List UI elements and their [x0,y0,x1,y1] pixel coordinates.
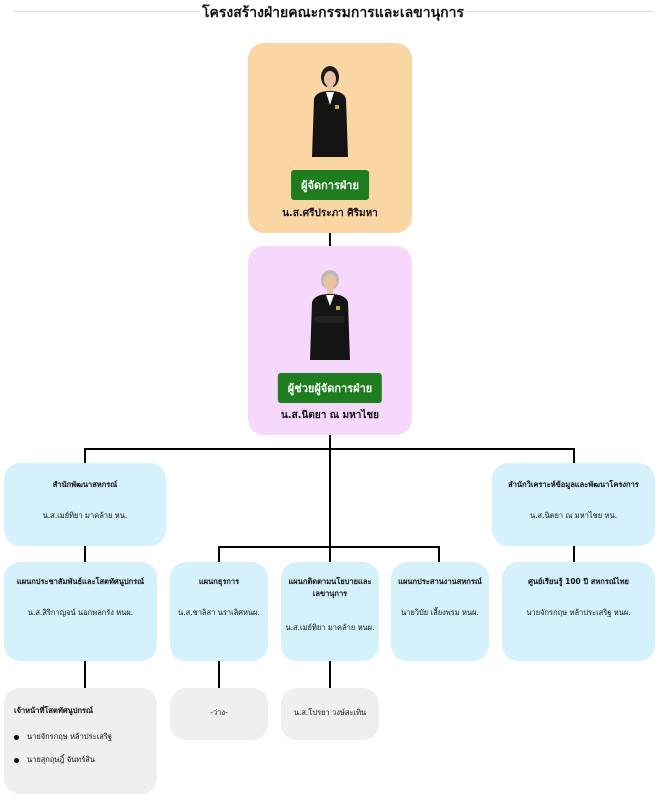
office-person: น.ส.นิตยา ณ มหาไชย หน. [530,511,617,520]
staff-name: นายจักรกฤษ หล้าประเสริฐ [27,732,112,741]
dept-card-admin: แผนกธุรการ น.ส.ชาลิสา นราเลิศหนผ. [170,562,268,661]
assistant-card: ผู้ช่วยผู้จัดการฝ่าย น.ส.นิตยา ณ มหาไชย [248,246,412,435]
office-card-coop-development: สำนักพัฒนาสหกรณ์ น.ส.เมย์ทิยา มาคล้าย หน… [4,463,166,546]
office-title: สำนักพัฒนาสหกรณ์ [52,480,118,489]
office-card-data-analysis: สำนักวิเคราะห์ข้อมูลและพัฒนาโครงการ น.ส.… [492,463,655,546]
manager-photo [312,66,348,157]
connector-dept-admin [218,546,220,562]
page-title: โครงสร้างฝ่ายคณะกรรมการและเลขานุการ [201,5,465,21]
dept-card-policy-secretary: แผนกติดตามนโยบายและเลขานุการ น.ส.เมย์ทิย… [281,562,379,661]
connector-policy-staff [329,661,331,688]
staff-list-item: นายจักรกฤษ หล้าประเสริฐ [14,731,112,743]
dept-title: แผนกประสานงานสหกรณ์ [398,577,482,586]
dept-person: นายวิบัย เลี้ยงพรม หนผ. [401,608,479,617]
manager-name: น.ส.ศรีประภา ศิริมหา [282,208,378,219]
manager-role-badge: ผู้จัดการฝ่าย [291,170,369,200]
policy-staff-card: น.ส.โปรยา วงษ์สะเทิน [281,688,379,740]
dept-card-pr-av: แผนกประชาสัมพันธ์และโสตทัศนูปกรณ์ น.ส.สิ… [4,562,157,661]
dept-title: แผนกธุรการ [198,577,240,586]
connector-center-down [329,448,331,548]
office-title: สำนักวิเคราะห์ข้อมูลและพัฒนาโครงการ [508,480,639,489]
dept-card-learning-center: ศูนย์เรียนรู้ 100 ปี สหกรณ์ไทย นายจักรกฤ… [502,562,655,661]
assistant-name: น.ส.นิตยา ณ มหาไชย [280,410,380,421]
staff-title: เจ้าหน้าที่โสตทัศนูปกรณ์ [14,706,93,715]
assistant-photo [310,270,350,360]
vacant-label: -ว่าง- [210,708,228,717]
staff-card-av: เจ้าหน้าที่โสตทัศนูปกรณ์ นายจักรกฤษ หล้า… [4,688,157,794]
dept-title: ศูนย์เรียนรู้ 100 ปี สหกรณ์ไทย [528,577,629,586]
connector-dept-coord [438,546,440,562]
dept-title: แผนกติดตามนโยบายและเลขานุการ [288,577,372,598]
dept-person: น.ส.เมย์ทิยา มาคล้าย หนผ. [285,623,375,632]
policy-staff-name: น.ส.โปรยา วงษ์สะเทิน [293,708,367,717]
connector-manager-assistant [329,233,331,247]
dept-card-coop-coordination: แผนกประสานงานสหกรณ์ นายวิบัย เลี้ยงพรม ห… [391,562,489,661]
connector-office-left [84,448,86,463]
connector-office-left-pr [84,546,86,562]
connector-pr-staff [84,661,86,688]
vacant-card: -ว่าง- [170,688,268,740]
dept-person: นายจักรกฤษ หล้าประเสริฐ หนผ. [526,608,631,617]
title-rule-right [466,11,652,12]
title-rule-left [14,11,200,12]
manager-card: ผู้จัดการฝ่าย น.ส.ศรีประภา ศิริมหา [248,43,412,233]
connector-dept-policy [329,546,331,562]
dept-title: แผนกประชาสัมพันธ์และโสตทัศนูปกรณ์ [16,577,145,586]
connector-assistant-down [329,435,331,449]
assistant-role-badge: ผู้ช่วยผู้จัดการฝ่าย [277,373,383,403]
connector-admin-vacant [218,661,220,688]
bullet-icon [14,757,19,763]
dept-person: น.ส.สิริกาญจน์ นอกพลกรัง หนผ. [27,608,134,617]
bullet-icon [14,734,19,740]
connector-office-right-center [573,546,575,562]
staff-name: นายสุกฤษฎิ์ จันทร์สิน [27,755,95,764]
staff-list-item: นายสุกฤษฎิ์ จันทร์สิน [14,754,95,766]
connector-office-right [573,448,575,463]
office-person: น.ส.เมย์ทิยา มาคล้าย หน. [42,511,128,520]
dept-person: น.ส.ชาลิสา นราเลิศหนผ. [178,608,260,617]
